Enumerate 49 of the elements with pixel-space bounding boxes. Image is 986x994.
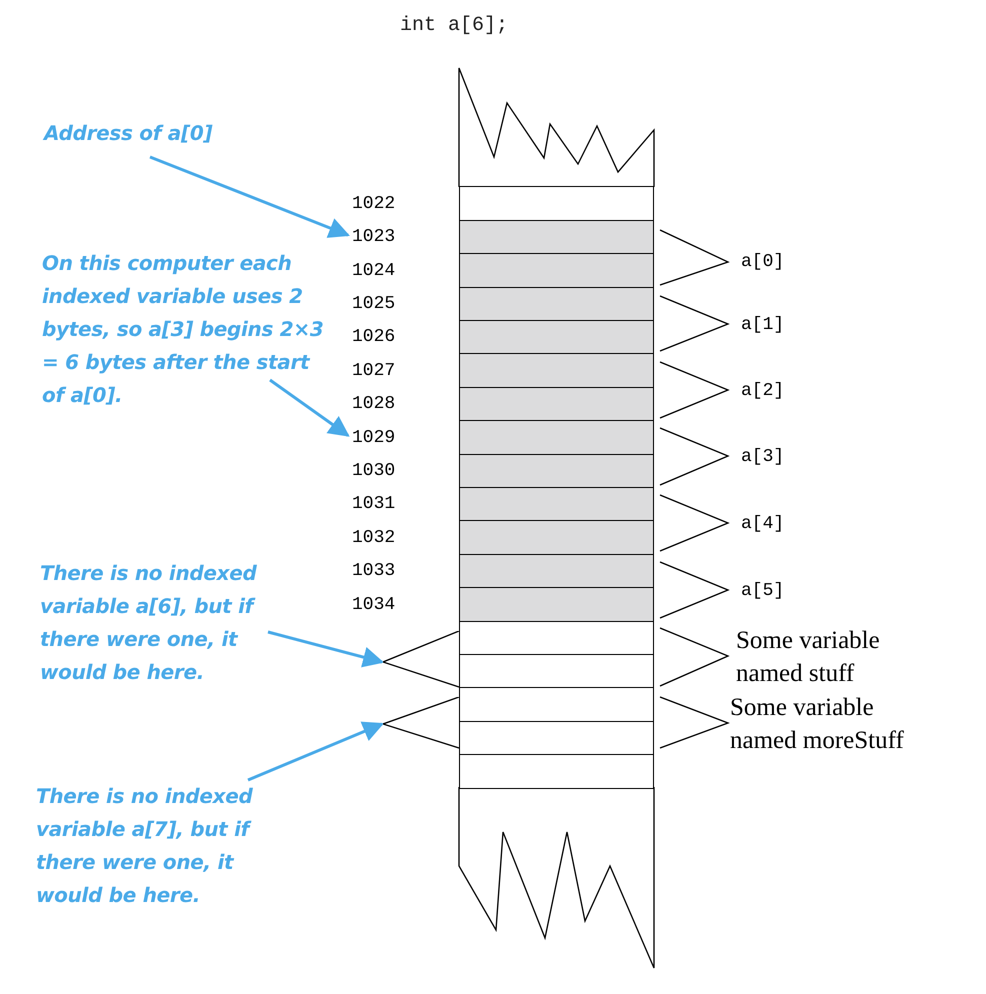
- memory-cell: [459, 253, 654, 288]
- address-label: 1031: [352, 494, 396, 514]
- element-label: Some variable named stuff: [736, 626, 881, 689]
- memory-cell: [459, 386, 654, 422]
- memory-cell: [459, 720, 654, 756]
- code-title: int a[6];: [400, 14, 508, 37]
- element-label: Some variable named moreStuff: [730, 693, 905, 756]
- memory-cell: [459, 420, 654, 455]
- memory-cell: [459, 454, 654, 488]
- address-label: 1034: [352, 594, 396, 614]
- address-label: 1030: [352, 460, 396, 481]
- callout-text: Address of a[0]: [44, 117, 324, 150]
- arrow: [149, 156, 350, 238]
- memory-cell: [459, 654, 654, 689]
- address-label: 1033: [352, 561, 396, 582]
- callout-text: On this computer each indexed variable uses 2 bytes, so a[3] begins 2×3 = 6 bytes after the start of a[0].: [42, 247, 324, 412]
- element-label: a[0]: [741, 252, 786, 272]
- address-label: 1023: [352, 227, 396, 248]
- memory-cell: [459, 754, 654, 789]
- callout-text: There is no indexed variable a[7], but if there were one, it would be here.: [36, 780, 286, 912]
- element-label: a[1]: [741, 315, 786, 335]
- element-label: a[5]: [741, 581, 786, 601]
- memory-cell: [459, 587, 654, 622]
- arrow: [269, 378, 350, 437]
- address-label: 1026: [352, 327, 396, 348]
- callout-text: There is no indexed variable a[6], but if there were one, it would be here.: [40, 557, 290, 689]
- memory-cell: [459, 687, 654, 722]
- memory-cell: [459, 554, 654, 588]
- memory-cell: [459, 286, 654, 322]
- address-label: 1027: [352, 360, 396, 381]
- address-label: 1028: [352, 394, 396, 414]
- memory-cell: [459, 186, 654, 222]
- arrow: [268, 630, 384, 668]
- bracket: [383, 631, 460, 689]
- memory-cell: [459, 320, 654, 355]
- element-label: a[2]: [741, 381, 786, 401]
- address-label: 1032: [352, 528, 396, 548]
- arrow: [247, 722, 384, 782]
- address-label: 1024: [352, 260, 396, 280]
- address-label: 1022: [352, 194, 396, 214]
- element-label: a[3]: [741, 447, 786, 467]
- memory-cell: [459, 520, 654, 556]
- address-label: 1029: [352, 428, 396, 448]
- memory-cell: [459, 620, 654, 656]
- memory-cell: [459, 220, 654, 254]
- address-label: 1025: [352, 294, 396, 314]
- element-label: a[4]: [741, 514, 786, 534]
- memory-cell: [459, 353, 654, 388]
- memory-cell: [459, 486, 654, 522]
